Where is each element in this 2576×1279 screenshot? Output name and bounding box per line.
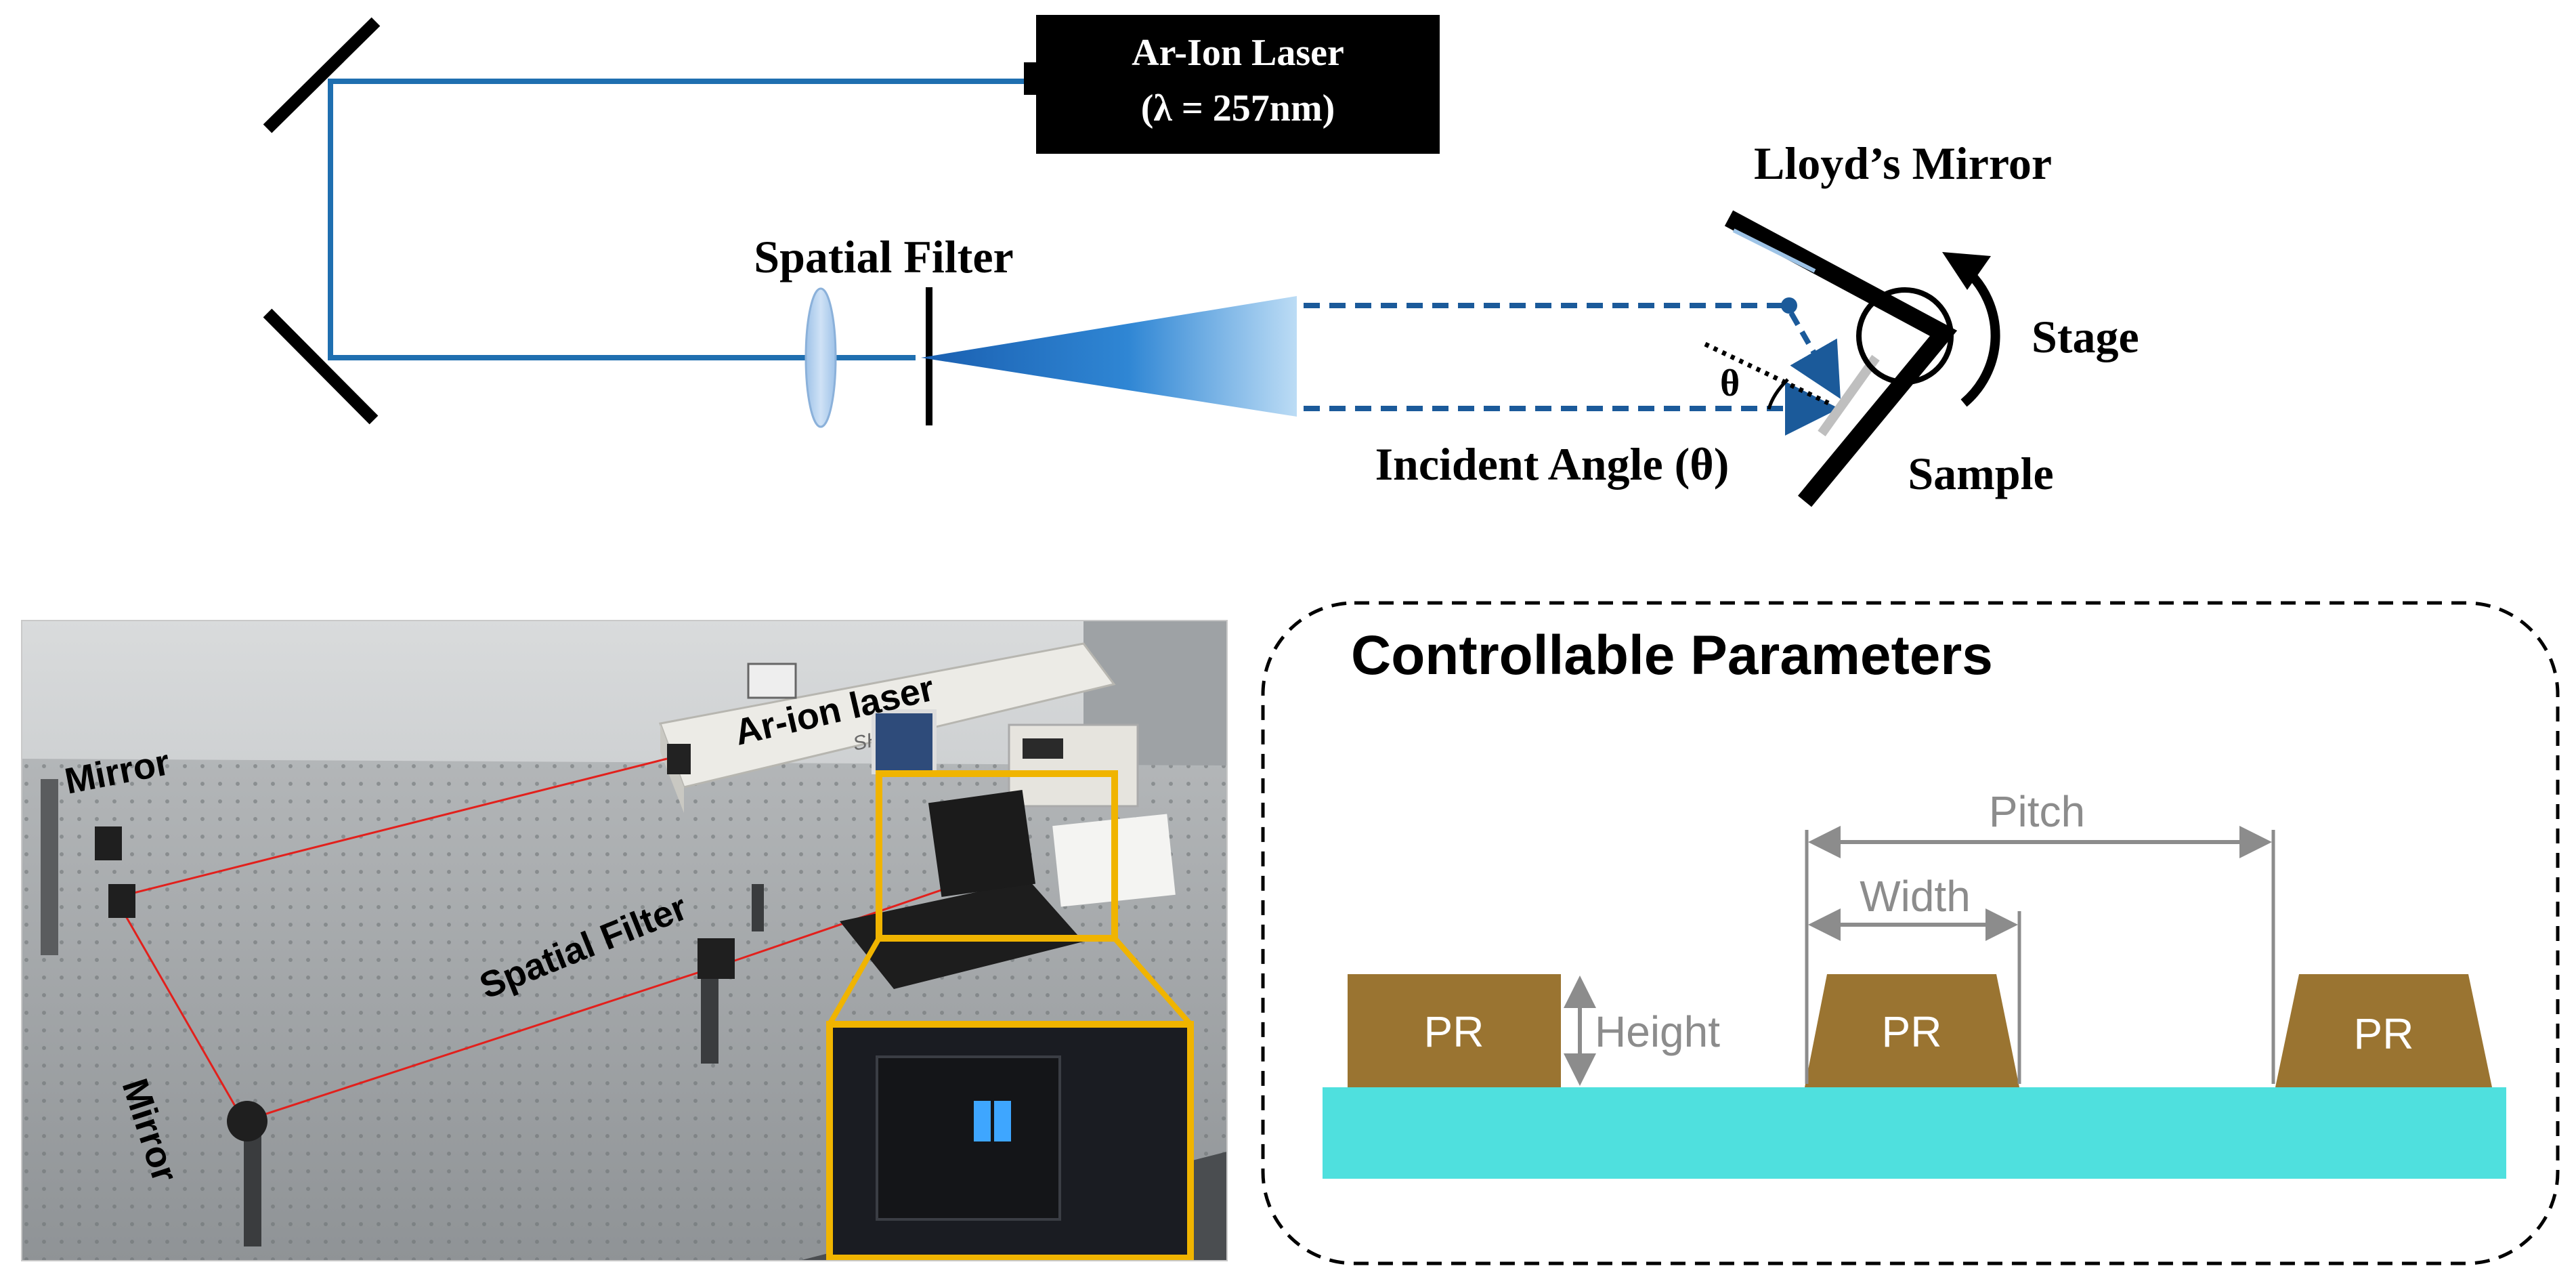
theta-label: θ <box>1720 362 1740 404</box>
mirror-surface-highlight <box>1732 228 1816 273</box>
laser-beam-path <box>328 79 1024 360</box>
bottom-left-mirror <box>263 308 379 425</box>
rotation-arrow <box>1960 267 2000 407</box>
height-label: Height <box>1595 1007 1720 1056</box>
clock-display <box>747 663 797 699</box>
expanding-beam-cone <box>921 296 1297 417</box>
pitch-label: Pitch <box>1989 787 2085 836</box>
mirror-reflection-point <box>1781 297 1797 314</box>
incident-angle-arc <box>1767 378 1789 410</box>
laser-label-line2: (λ = 257nm) <box>1141 87 1335 129</box>
photo-callout-large <box>826 1021 1194 1261</box>
pr-feature-3 <box>2275 974 2492 1087</box>
callout-connector-right <box>1112 936 1193 1026</box>
photo-callout-small <box>876 770 1118 942</box>
laser-label-line1: Ar-Ion Laser <box>1132 32 1344 74</box>
stage-label: Stage <box>2032 311 2139 362</box>
width-label: Width <box>1860 872 1971 921</box>
laser-box <box>1036 15 1440 154</box>
sample-plate <box>1818 354 1880 437</box>
mirror-post-bottom <box>244 1125 261 1246</box>
lloyds-mirror-arms <box>1724 210 1958 507</box>
lab-setup-photo: SHG Ar-ion laser Mirror Mirror <box>22 621 1227 1261</box>
incident-angle-label: Incident Angle (θ) <box>1375 438 1730 490</box>
interference-spot-left <box>974 1101 991 1141</box>
monitor-device <box>872 709 937 774</box>
laser-aperture-photo <box>667 744 691 774</box>
controllable-parameters-panel: Controllable Parameters PR PR PR Height … <box>1261 601 2560 1265</box>
mirror-post-top <box>41 779 58 955</box>
reflected-dashed-beam <box>1788 312 1841 399</box>
parameters-dashed-border <box>1261 601 2560 1265</box>
photo-mirror-plate <box>928 789 1036 898</box>
mirror-holder-top <box>108 884 135 918</box>
optical-schematic: Ar-Ion Laser (λ = 257nm) Spatial Filter … <box>263 15 2139 507</box>
focusing-lens <box>804 287 837 428</box>
mirror-mount-bottom <box>227 1101 267 1141</box>
parameters-title: Controllable Parameters <box>1351 625 1993 686</box>
photo-frame <box>21 620 1228 1261</box>
callout-connector-left <box>827 937 882 1026</box>
sample-label: Sample <box>1908 448 2053 499</box>
lens-post <box>752 884 764 931</box>
lloyds-mirror-label: Lloyd’s Mirror <box>1754 138 2052 189</box>
pr-label-3: PR <box>2354 1009 2414 1058</box>
laser-output-port <box>1024 62 1037 95</box>
mirror-mount-top <box>95 826 122 860</box>
zoomed-mirror-plate <box>876 1055 1061 1221</box>
power-supply <box>1008 724 1139 808</box>
rotation-stage-center <box>1856 287 1954 385</box>
top-left-mirror <box>263 17 381 133</box>
spatial-filter-label: Spatial Filter <box>754 231 1013 282</box>
power-supply-display <box>1023 738 1063 759</box>
pr-feature-1 <box>1348 974 1561 1087</box>
rotation-arrow-head <box>1942 252 1991 290</box>
pr-label-1: PR <box>1424 1007 1484 1056</box>
spatial-filter-mount <box>697 938 735 979</box>
interference-spot-right <box>994 1101 1011 1141</box>
pr-label-2: PR <box>1882 1007 1942 1056</box>
pr-feature-2 <box>1805 974 2019 1087</box>
substrate <box>1323 1087 2506 1179</box>
surface-normal-dotted <box>1704 341 1830 406</box>
